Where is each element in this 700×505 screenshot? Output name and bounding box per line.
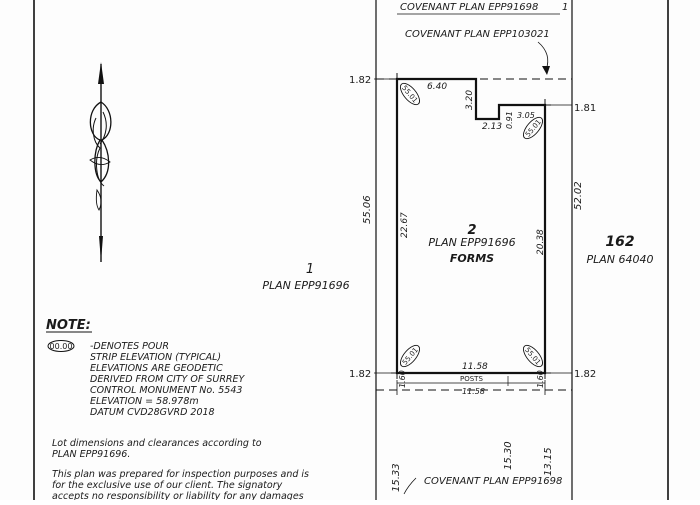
dim-1-60-left: 1.60 [398, 370, 407, 388]
dim-15-33: 15.33 [391, 463, 402, 492]
dim-1-82-top-left: 1.82 [349, 75, 371, 86]
dim-13-15: 13.15 [543, 447, 554, 476]
building-forms-outline [395, 77, 547, 375]
north-arrow-icon [89, 62, 112, 262]
covenant-bottom-leader [403, 477, 417, 495]
disclaimer-line-3: accepts no responsibility or liability f… [52, 491, 304, 500]
note-line-1: -DENOTES POUR [90, 341, 169, 352]
lot-center-number: 2 [467, 223, 476, 238]
disclaimer-line-2: for the exclusive use of our client. The… [52, 480, 283, 491]
note-title: NOTE: [46, 318, 91, 333]
lot-right-number: 162 [605, 234, 634, 250]
note-line-3: ELEVATIONS ARE GEODETIC [90, 363, 223, 374]
dim-0-91: 0.91 [505, 111, 514, 129]
covenant-label-bottom: COVENANT PLAN EPP91698 [424, 476, 562, 487]
lot-right-plan: PLAN 64040 [586, 253, 653, 266]
covenant-mid-arrowhead [542, 66, 550, 75]
note-line-6: ELEVATION = 58.978m [90, 396, 199, 407]
covenant-top-tail: 1 [562, 2, 568, 13]
dim-20-38: 20.38 [536, 229, 546, 255]
legend-elevation-symbol: 00.00 [47, 340, 75, 352]
covenant-label-top: COVENANT PLAN EPP91698 [400, 2, 538, 13]
lot-left-plan: PLAN EPP91696 [262, 279, 349, 292]
note-line-4: DERIVED FROM CITY OF SURREY [90, 374, 246, 385]
dim-6-40: 6.40 [427, 82, 447, 92]
lot-left-number: 1 [306, 262, 314, 277]
elevation-marker-top-left: 55.01 [400, 82, 420, 106]
covenant-mid-leader [537, 41, 549, 71]
legend-symbol-value: 00.00 [50, 342, 73, 351]
disclaimer-line-1: This plan was prepared for inspection pu… [52, 469, 309, 480]
dim-11-58-forms: 11.58 [462, 362, 488, 372]
dim-1-60-right: 1.60 [536, 370, 545, 388]
note-line-5: CONTROL MONUMENT No. 5543 [90, 385, 242, 396]
posts-label: POSTS [460, 375, 483, 383]
lot-center-forms: FORMS [450, 252, 494, 265]
note-line-2: STRIP ELEVATION (TYPICAL) [90, 352, 221, 363]
elevation-marker-bottom-left: 55.01 [400, 344, 420, 368]
dim-15-30: 15.30 [503, 441, 514, 470]
dim-3-20: 3.20 [465, 90, 475, 110]
lot-dimensions-line-1: Lot dimensions and clearances according … [52, 438, 262, 449]
dim-52-02: 52.02 [573, 181, 584, 210]
lot-dimensions-line-2: PLAN EPP91696. [52, 449, 130, 460]
covenant-label-mid: COVENANT PLAN EPP103021 [405, 29, 550, 40]
lot-center-plan: PLAN EPP91696 [428, 236, 515, 249]
dim-55-06: 55.06 [362, 195, 373, 224]
note-line-7: DATUM CVD28GVRD 2018 [90, 407, 215, 418]
dim-1-82-bottom-right: 1.82 [574, 369, 596, 380]
dim-22-67: 22.67 [400, 212, 410, 238]
dim-1-81-top-right: 1.81 [574, 103, 596, 114]
dim-1-82-bottom-left: 1.82 [349, 369, 371, 380]
dim-2-13: 2.13 [482, 122, 502, 132]
elevation-marker-bottom-right: 55.01 [523, 344, 543, 368]
dim-11-58-posts: 11.58 [462, 387, 485, 396]
dim-3-05: 3.05 [517, 111, 535, 120]
